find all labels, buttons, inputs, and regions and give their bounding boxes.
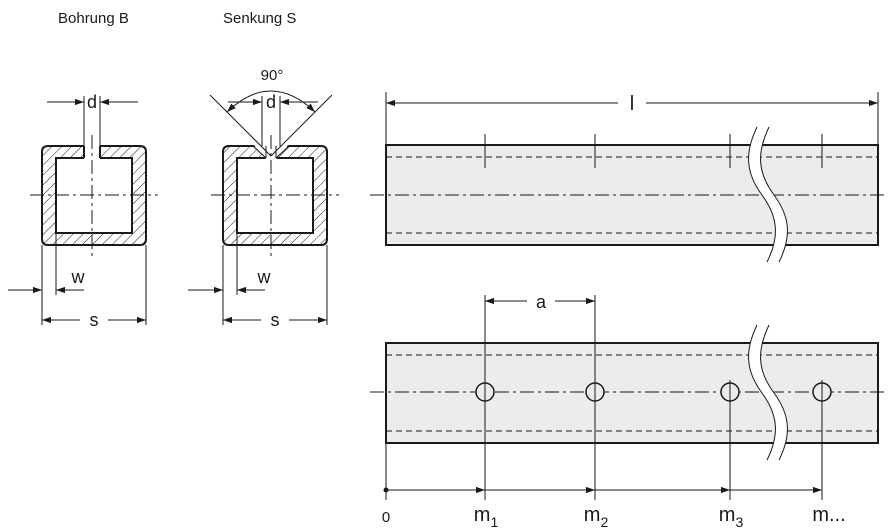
bar-bottom-break-line-left [748,324,776,461]
title-senkung: Senkung S [223,10,296,27]
m-etc-label: m... [812,504,845,526]
l-label: l [630,93,634,115]
bar-bottom-break-line-right [760,324,788,461]
senkung-d-label: d [266,92,276,112]
senkung-angle-arc [226,90,316,113]
senkung-countersink [253,144,289,159]
bar-bottom: a [370,292,888,500]
bohrung-wall [41,145,147,246]
title-bohrung: Bohrung B [58,10,129,27]
senkung-angle-label: 90° [261,67,284,84]
m2-label: m2 [584,504,609,530]
zero-label: 0 [382,509,390,526]
section-bohrung: d w s [8,92,158,330]
m3-label: m3 [719,504,744,530]
bar-bottom-break-gap [748,325,788,460]
a-label: a [536,292,547,312]
bar-top-break-line-right [760,126,788,263]
senkung-s-label: s [271,310,280,330]
bar-top: l [370,92,888,263]
senkung-angle-line-right [270,94,333,157]
senkung-angle-line-left [209,94,272,157]
senkung-wall [222,145,328,246]
bar-bottom-body [385,342,879,444]
bar-top-break-gap [748,127,788,262]
bohrung-hole [84,144,100,159]
section-senkung: 90° d w s [188,67,339,330]
bohrung-s-label: s [90,310,99,330]
m1-label: m1 [474,504,499,530]
bohrung-d-label: d [87,92,97,112]
bohrung-w-label: w [71,267,86,287]
senkung-w-label: w [257,267,272,287]
bar-top-break-line-left [748,126,776,263]
